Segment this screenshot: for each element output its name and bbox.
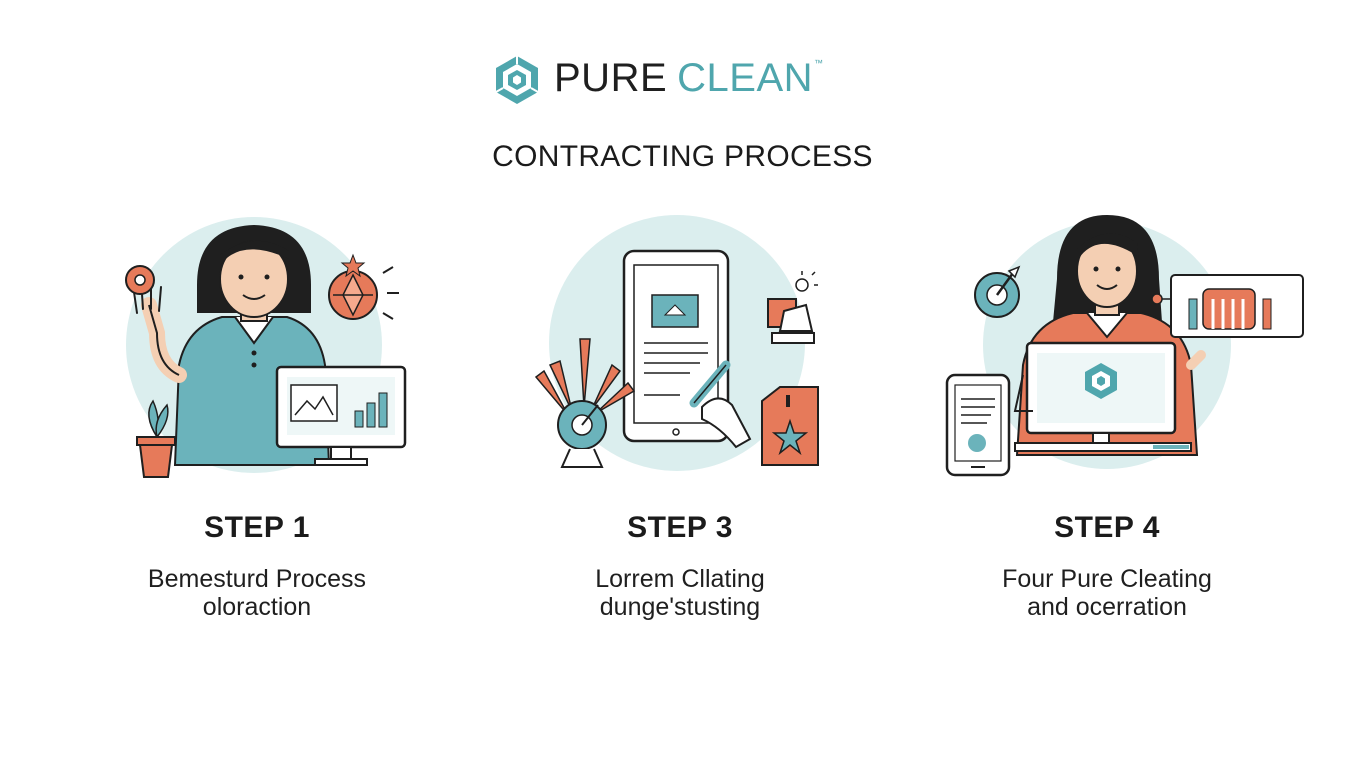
page-title: CONTRACTING PROCESS — [492, 140, 873, 173]
step-description: Lorrem Cllating dunge'stusting — [480, 565, 880, 621]
person-presenting-laptop-illustration — [945, 215, 1304, 477]
step-description-line1: Bemesturd Process — [147, 565, 367, 593]
person-waving-with-monitor-illustration — [125, 217, 407, 478]
step-label: STEP 3 — [627, 511, 733, 544]
step-card-1: STEP 1 Bemesturd Process oloraction — [57, 215, 457, 635]
step-description-line2: and ocerration — [1027, 593, 1187, 621]
step-description: Four Pure Cleating and ocerration — [907, 565, 1307, 621]
brand-name-part1: PURE — [554, 56, 668, 100]
step-card-4: STEP 4 Four Pure Cleating and ocerration — [907, 215, 1307, 635]
step-description-line1: Four Pure Cleating — [1002, 565, 1212, 593]
step-description-line2: dunge'stusting — [599, 593, 761, 621]
step-description-line1: Lorrem Cllating — [595, 565, 765, 593]
step-label: STEP 4 — [1054, 511, 1160, 544]
tablet-signing-document-illustration — [534, 215, 819, 471]
step-label: STEP 1 — [204, 511, 310, 544]
step-description: Bemesturd Process oloraction — [57, 565, 457, 621]
step-description-line2: oloraction — [202, 593, 312, 621]
trademark-symbol: ™ — [814, 58, 823, 68]
brand-name-part2: CLEAN — [677, 56, 814, 100]
step-card-3: STEP 3 Lorrem Cllating dunge'stusting — [480, 215, 880, 635]
hexagon-logo-icon — [495, 56, 539, 104]
